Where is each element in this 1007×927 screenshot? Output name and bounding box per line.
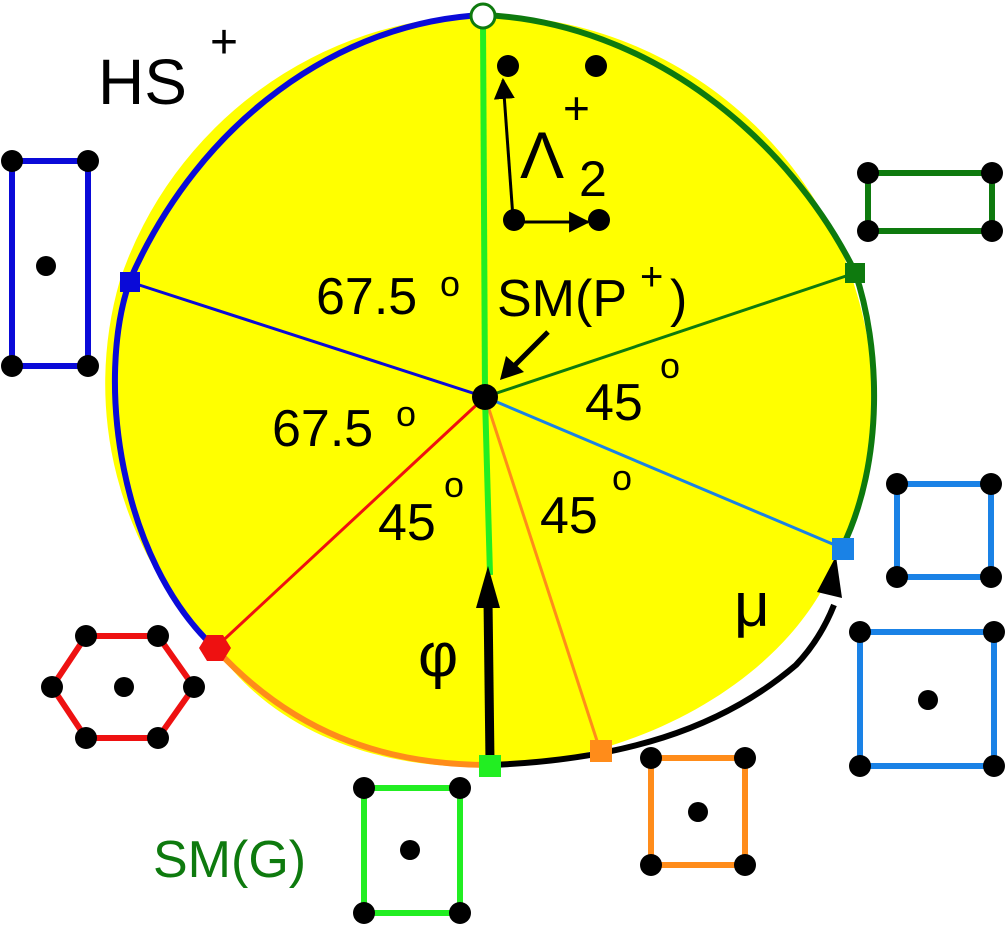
angle-label-bottom-mid: 45 <box>540 487 598 545</box>
angle-degree-bottom-left: o <box>444 464 464 505</box>
orange-square-marker <box>590 740 612 762</box>
lambda-superscript: + <box>563 82 590 134</box>
hollow-circle-icon <box>469 2 497 30</box>
light-blue-centered-square-cell <box>849 621 1005 777</box>
boundary-black <box>489 603 837 768</box>
smp-pointer-head <box>500 356 524 380</box>
dark-green-square-marker <box>845 263 865 283</box>
hs-label: HS <box>98 46 187 118</box>
radius-green-bottom <box>482 396 493 576</box>
phi-label: φ <box>418 621 458 690</box>
phi-arrow-shaft <box>483 599 495 763</box>
smg-label: SM(G) <box>153 831 306 889</box>
angle-degree-left: o <box>396 393 416 434</box>
red-hexagon-marker <box>199 635 231 661</box>
radius-green-top <box>480 19 488 398</box>
orange-centered-square-cell <box>640 747 756 876</box>
light-blue-square-cell <box>886 473 1002 588</box>
red-hexagonal-cell <box>41 625 205 749</box>
light-blue-square-marker <box>832 538 854 560</box>
radius-light-blue <box>484 395 843 550</box>
dark-green-rectangle-cell <box>857 162 1003 242</box>
radius-red <box>213 395 487 650</box>
blue-rectangle-cell <box>1 150 99 377</box>
angle-degree-top-left: o <box>440 263 460 304</box>
smp-close-paren: ) <box>670 270 687 328</box>
angle-label-right: 45 <box>585 374 643 432</box>
mu-arrow-head <box>817 556 842 598</box>
lambda-subscript: 2 <box>579 151 607 207</box>
smp-label: SM(P <box>497 270 627 328</box>
radius-dark-green <box>484 271 856 399</box>
angle-label-top-left: 67.5 <box>316 268 417 326</box>
smp-pointer-arrow <box>508 330 550 372</box>
lambda-lattice-inset <box>493 55 610 233</box>
angle-degree-bottom-mid: o <box>612 457 632 498</box>
hs-superscript: + <box>210 16 238 69</box>
radius-blue <box>129 280 486 399</box>
radius-orange <box>483 396 602 751</box>
boundary-orange <box>212 645 491 768</box>
angle-label-bottom-left: 45 <box>378 494 436 552</box>
lambda-label: Λ <box>520 118 564 192</box>
angle-label-left: 67.5 <box>272 400 373 458</box>
boundary-dark-green <box>482 12 878 550</box>
green-square-marker <box>479 755 501 777</box>
blue-square-marker <box>120 272 140 292</box>
phi-arrow-head <box>476 566 500 608</box>
smp-superscript: + <box>640 255 663 299</box>
angle-degree-right: o <box>660 345 680 386</box>
green-centered-rectangle-cell <box>353 777 471 924</box>
mu-label: μ <box>734 571 770 640</box>
center-dot-icon <box>472 384 498 410</box>
